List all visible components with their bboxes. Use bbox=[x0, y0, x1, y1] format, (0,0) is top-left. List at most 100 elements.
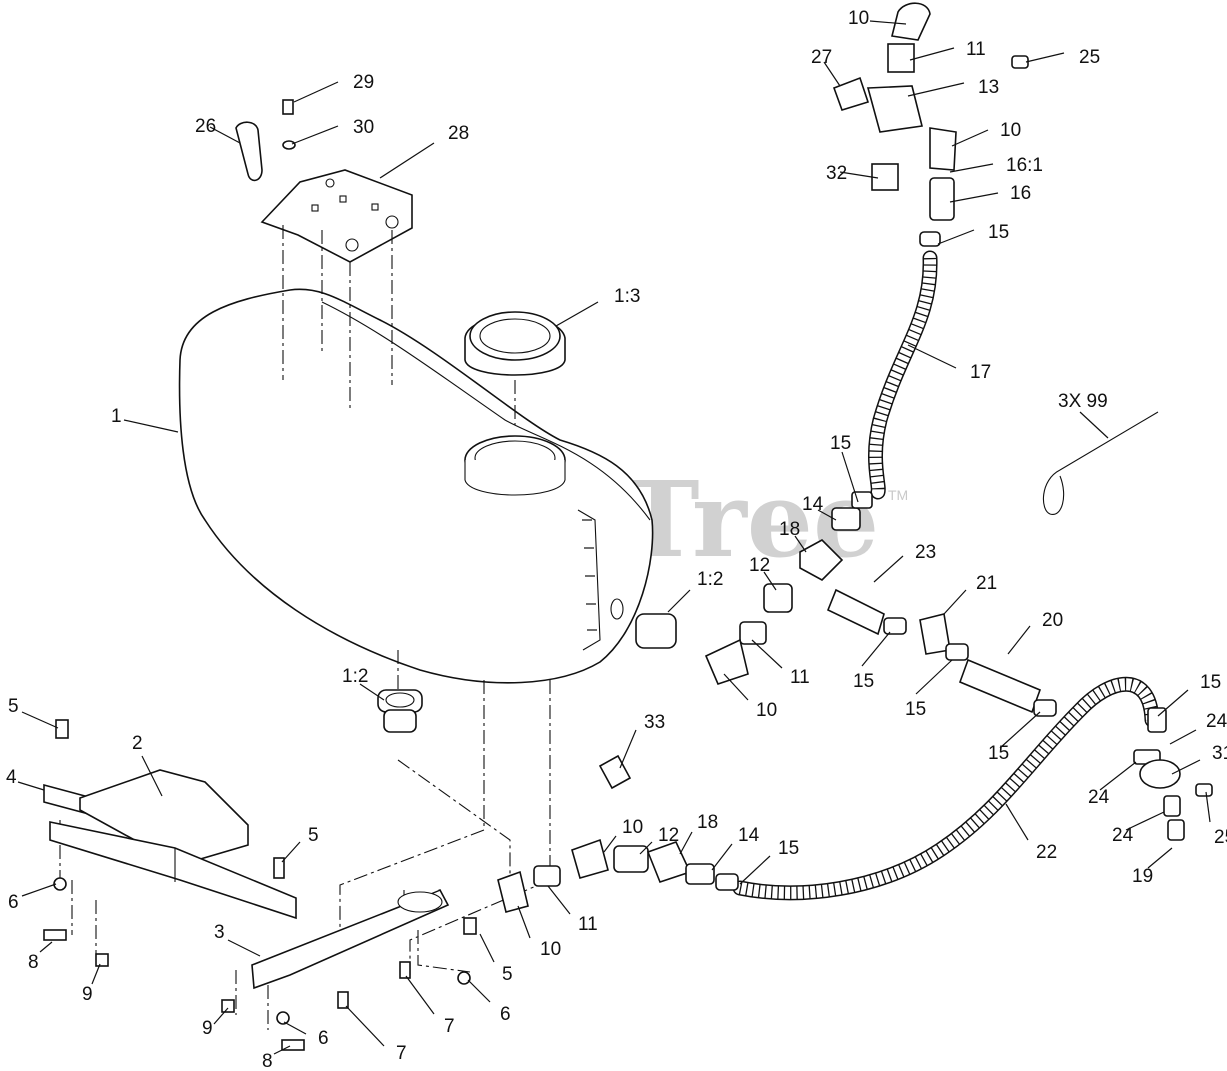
callout-label: 7 bbox=[396, 1043, 407, 1064]
callout-label: 27 bbox=[811, 47, 832, 68]
callout-label: 20 bbox=[1042, 610, 1063, 631]
callout-label: 5 bbox=[308, 825, 319, 846]
callout-label: 15 bbox=[1200, 672, 1221, 693]
tank-cap bbox=[464, 311, 566, 376]
callout-leader bbox=[667, 589, 691, 613]
nut-6-bottom bbox=[276, 1011, 290, 1025]
callout-label: 10 bbox=[756, 700, 777, 721]
callout-leader bbox=[141, 755, 163, 797]
bolt-5-left bbox=[55, 719, 69, 739]
callout-label: 5 bbox=[502, 964, 513, 985]
callout-label: 9 bbox=[82, 984, 93, 1005]
cap-33 bbox=[598, 754, 632, 790]
callout-leader bbox=[949, 192, 999, 203]
callout-label: 11 bbox=[790, 667, 810, 688]
callout-label: 6 bbox=[500, 1004, 511, 1025]
callout-leader bbox=[479, 933, 495, 963]
callout-leader bbox=[283, 1021, 307, 1035]
valve-16 bbox=[929, 177, 955, 221]
callout-label: 24 bbox=[1112, 825, 1134, 846]
callout-leader bbox=[359, 683, 385, 701]
callout-label: 15 bbox=[853, 671, 874, 692]
callout-leader bbox=[555, 301, 599, 327]
callout-leader bbox=[723, 673, 749, 701]
callout-label: 8 bbox=[262, 1051, 273, 1071]
callout-label: 2 bbox=[132, 733, 143, 754]
callout-label: 15 bbox=[988, 222, 1009, 243]
assembly-lines bbox=[59, 225, 551, 1030]
callout-label: 8 bbox=[28, 952, 39, 973]
callout-label: 1:2 bbox=[342, 666, 368, 687]
callout-label: 5 bbox=[8, 696, 19, 717]
callout-leader bbox=[711, 843, 733, 871]
nut-6-left bbox=[53, 877, 67, 891]
hose-22 bbox=[732, 676, 1160, 901]
callout-leader bbox=[517, 905, 531, 939]
callout-label: 15 bbox=[988, 743, 1009, 764]
callout-leader bbox=[915, 659, 953, 695]
callout-label: 3 bbox=[214, 922, 225, 943]
callout-leader bbox=[39, 941, 53, 953]
callout-label: 13 bbox=[978, 77, 999, 98]
watermark-trademark: TM bbox=[888, 487, 908, 503]
callout-leader bbox=[639, 841, 653, 855]
cable-tie bbox=[1042, 411, 1159, 515]
callout-leader bbox=[841, 451, 859, 503]
callout-label: 11 bbox=[966, 39, 986, 60]
mounting-plate bbox=[260, 169, 413, 263]
callout-leader bbox=[1005, 803, 1029, 841]
callout-leader bbox=[619, 729, 637, 769]
right-fittings bbox=[1011, 55, 1213, 841]
callout-leader bbox=[907, 344, 957, 369]
bolt-8-left bbox=[43, 929, 67, 941]
washer-30 bbox=[282, 140, 296, 150]
callout-leader bbox=[547, 885, 571, 915]
callout-leader bbox=[861, 631, 891, 667]
callout-label: 15 bbox=[830, 433, 851, 454]
bolt-7-a bbox=[399, 961, 411, 979]
callout-label: 14 bbox=[738, 825, 760, 846]
callout-label: 14 bbox=[802, 494, 824, 515]
callout-leader bbox=[603, 835, 617, 853]
callout-leader bbox=[293, 81, 339, 103]
callout-leader bbox=[213, 1007, 229, 1025]
callout-label: 15 bbox=[905, 699, 926, 720]
callout-leader bbox=[227, 939, 261, 957]
bolt-5-mid bbox=[273, 857, 285, 879]
callout-leader bbox=[21, 711, 59, 729]
bolt-7-b bbox=[337, 991, 349, 1009]
callout-label: 11 bbox=[578, 914, 598, 935]
callout-leader bbox=[839, 171, 879, 179]
callout-label: 32 bbox=[826, 163, 847, 184]
callout-leader bbox=[943, 589, 967, 615]
callout-label: 24 bbox=[1088, 787, 1110, 808]
callout-leader bbox=[1025, 52, 1065, 63]
callout-leader bbox=[379, 142, 435, 179]
callout-label: 12 bbox=[749, 555, 770, 576]
callout-leader bbox=[951, 129, 989, 147]
upper-manifold bbox=[832, 2, 957, 191]
callout-leader bbox=[1171, 759, 1201, 775]
callout-leader bbox=[273, 1045, 291, 1055]
callout-label: 29 bbox=[353, 72, 374, 93]
bolt-5-right bbox=[463, 917, 477, 935]
callout-label: 15 bbox=[778, 838, 799, 859]
side-fitting bbox=[635, 613, 677, 649]
bolt-8-bottom bbox=[281, 1039, 305, 1051]
nut-9-left bbox=[95, 953, 109, 967]
callout-leader bbox=[1157, 689, 1189, 717]
callout-label: 22 bbox=[1036, 842, 1057, 863]
callout-leader bbox=[909, 47, 955, 61]
callout-label: 25 bbox=[1214, 827, 1227, 848]
callout-leader bbox=[751, 639, 783, 669]
bracket-2-4 bbox=[43, 769, 297, 920]
callout-label: 9 bbox=[202, 1018, 213, 1039]
tube-23-tee-21-tube-20 bbox=[826, 588, 1057, 717]
callout-leader bbox=[907, 82, 965, 97]
callout-leader bbox=[949, 163, 994, 173]
callout-label: 19 bbox=[1132, 866, 1153, 887]
callout-label: 23 bbox=[915, 542, 936, 563]
callout-label: 16:1 bbox=[1006, 155, 1043, 176]
